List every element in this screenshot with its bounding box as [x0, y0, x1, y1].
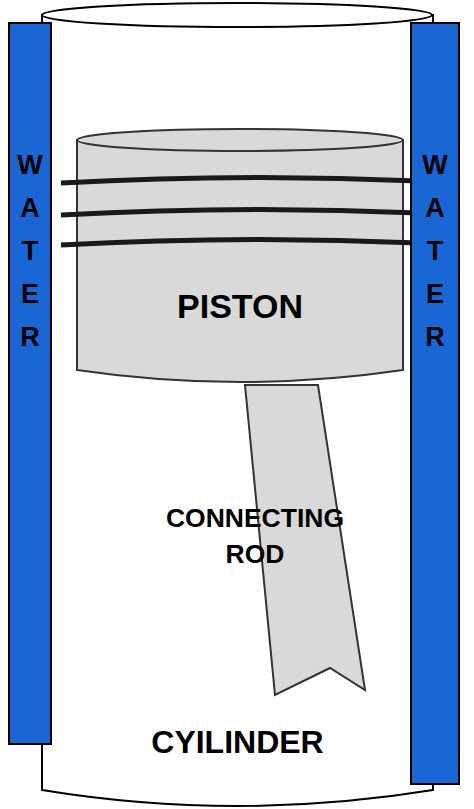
cylinder: PISTON CONNECTING ROD CYILINDER — [40, 0, 435, 809]
label-holder: WATER — [410, 144, 460, 359]
water-jacket-outline — [8, 22, 52, 745]
part-label: CYILINDER — [151, 722, 323, 762]
label-holder: WATER — [8, 144, 52, 359]
piston-outline — [75, 128, 405, 390]
piston: PISTON — [75, 128, 405, 390]
cylinder-outline — [40, 0, 435, 809]
vertical-label: WATER — [17, 144, 44, 359]
part-label: CONNECTING ROD — [145, 500, 365, 572]
water-jacket: WATER — [410, 22, 460, 785]
connecting-rod: CONNECTING ROD — [140, 382, 370, 700]
water-jacket-outline — [410, 22, 460, 785]
part-label: PISTON — [177, 286, 303, 326]
vertical-label: WATER — [422, 144, 449, 359]
water-jacket: WATER — [8, 22, 52, 745]
label-holder: CONNECTING ROD — [145, 500, 365, 572]
label-holder: CYILINDER — [40, 722, 435, 762]
label-holder: PISTON — [85, 286, 395, 326]
